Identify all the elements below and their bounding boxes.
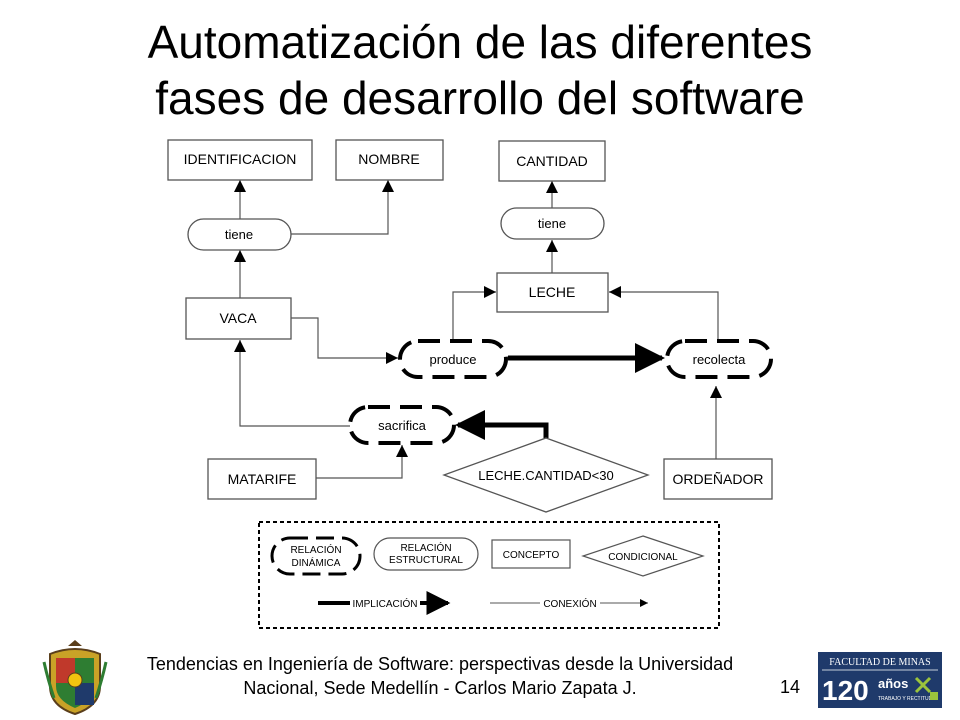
footer-line-1: Tendencias en Ingeniería de Software: pe… <box>146 654 734 674</box>
legend-concepto-label: CONCEPTO <box>503 550 560 561</box>
page-number: 14 <box>780 677 801 697</box>
dynamic-sacrifica-label: sacrifica <box>378 418 426 433</box>
connection-produce-leche <box>452 286 496 341</box>
structural-tiene-leche-label: tiene <box>538 216 566 231</box>
dynamic-produce-label: produce <box>430 352 477 367</box>
concept-cantidad-label: CANTIDAD <box>516 153 588 169</box>
logo-facultad-text: FACULTAD DE MINAS <box>829 657 930 668</box>
concept-leche-label: LECHE <box>529 284 576 300</box>
connection-sacrifica-vaca <box>234 340 350 427</box>
concept-identificacion: IDENTIFICACION <box>167 139 313 181</box>
dynamic-relation-recolecta: recolecta <box>665 339 773 379</box>
concept-matarife-label: MATARIFE <box>228 471 297 487</box>
connections <box>234 180 722 479</box>
dynamic-relation-sacrifica: sacrifica <box>348 405 456 445</box>
logo-anos-word: años <box>878 676 908 691</box>
concept-matarife: MATARIFE <box>207 458 317 500</box>
legend-condicional: CONDICIONAL <box>581 535 705 577</box>
facultad-minas-logo: FACULTAD DE MINAS 120 años TRABAJO Y REC… <box>818 652 942 708</box>
concept-vaca: VACA <box>185 297 292 340</box>
legend-relacion-estructural-line-2: ESTRUCTURAL <box>389 555 463 566</box>
connection-recolecta-leche <box>609 286 719 341</box>
legend-implicacion: IMPLICACIÓN <box>318 591 451 615</box>
connection-tiene-nombre <box>290 180 394 235</box>
concept-identificacion-label: IDENTIFICACION <box>184 151 297 167</box>
legend: RELACIÓN DINÁMICA RELACIÓN ESTRUCTURAL C… <box>258 521 720 629</box>
legend-concepto: CONCEPTO <box>491 539 571 569</box>
concept-vaca-label: VACA <box>219 310 257 326</box>
legend-condicional-label: CONDICIONAL <box>608 552 678 563</box>
connection-vaca-produce <box>291 317 398 364</box>
legend-conexion-label: CONEXIÓN <box>543 597 596 610</box>
implications <box>455 343 665 440</box>
university-shield-logo <box>42 640 108 716</box>
legend-relacion-dinamica-line-1: RELACIÓN <box>290 543 341 556</box>
footer-line-2: Nacional, Sede Medellín - Carlos Mario Z… <box>243 678 637 698</box>
legend-conexion: CONEXIÓN <box>490 597 648 610</box>
concept-leche: LECHE <box>496 272 609 313</box>
implication-condicional-sacrifica <box>455 410 549 440</box>
dynamic-recolecta-label: recolecta <box>693 352 747 367</box>
structural-relation-tiene-vaca: tiene <box>187 218 292 251</box>
legend-relacion-estructural: RELACIÓN ESTRUCTURAL <box>373 537 479 571</box>
legend-relacion-estructural-line-1: RELACIÓN <box>400 541 451 554</box>
concept-nombre: NOMBRE <box>335 139 444 181</box>
slide-title: Automatización de las diferentes fases d… <box>0 14 960 126</box>
logo-120-number: 120 <box>822 675 869 706</box>
legend-relacion-dinamica: RELACIÓN DINÁMICA <box>270 536 362 576</box>
concept-ordenador-label: ORDEÑADOR <box>672 471 763 487</box>
slide-title-line-2: fases de desarrollo del software <box>155 72 805 124</box>
connection-matarife-sacrifica <box>316 445 408 479</box>
structural-relation-tiene-leche: tiene <box>500 207 605 240</box>
dynamic-relation-produce: produce <box>398 339 508 379</box>
slide-footer: Tendencias en Ingeniería de Software: pe… <box>120 652 760 700</box>
concept-cantidad: CANTIDAD <box>498 140 606 182</box>
legend-implicacion-label: IMPLICACIÓN <box>352 597 417 610</box>
legend-relacion-dinamica-line-2: DINÁMICA <box>292 556 341 569</box>
concept-nombre-label: NOMBRE <box>358 151 419 167</box>
slide-title-line-1: Automatización de las diferentes <box>147 16 813 68</box>
structural-tiene-vaca-label: tiene <box>225 227 253 242</box>
conditional-leche-cantidad: LECHE.CANTIDAD<30 <box>442 437 650 513</box>
logo-sub-text: TRABAJO Y RECTITUD <box>878 696 933 702</box>
conditional-label: LECHE.CANTIDAD<30 <box>478 468 613 483</box>
concept-ordenador: ORDEÑADOR <box>663 458 773 500</box>
